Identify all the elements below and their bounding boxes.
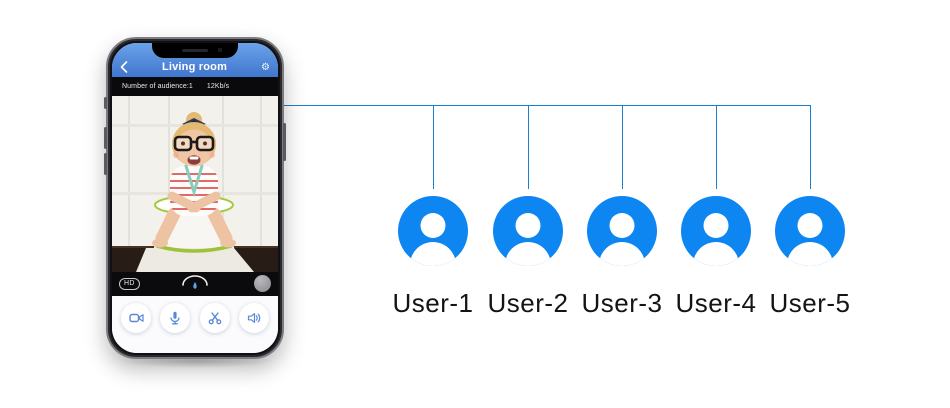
bitrate-label: 12Kb/s bbox=[206, 83, 230, 90]
speaker-icon bbox=[247, 312, 260, 323]
camera-controls bbox=[112, 296, 278, 353]
avatar-head bbox=[420, 213, 446, 238]
volume-up-button bbox=[104, 127, 107, 149]
video-overlay-strip: HD bbox=[112, 272, 278, 296]
connector-drop-line bbox=[528, 105, 529, 189]
avatar-shoulders bbox=[599, 242, 645, 266]
gear-icon[interactable]: ⚙ bbox=[261, 62, 270, 73]
camera-video-feed bbox=[112, 96, 278, 272]
smartphone: Living room ⚙ Number of audience:1 12Kb/… bbox=[104, 37, 286, 359]
connector-horizontal-line bbox=[282, 105, 811, 106]
hd-quality-badge[interactable]: HD bbox=[119, 278, 140, 290]
page-title: Living room bbox=[161, 61, 228, 73]
connector-drop-line bbox=[622, 105, 623, 189]
front-camera-dot bbox=[218, 48, 222, 52]
user-avatar bbox=[775, 196, 845, 266]
avatar-head bbox=[703, 213, 729, 238]
user-avatar bbox=[681, 196, 751, 266]
user-label: User-1 bbox=[392, 288, 474, 318]
phone-notch bbox=[152, 43, 238, 58]
connector-drop-line bbox=[810, 105, 811, 189]
avatar-head bbox=[609, 213, 635, 238]
user-label: User-4 bbox=[675, 288, 757, 318]
snapshot-thumbnail[interactable] bbox=[254, 275, 271, 292]
user-label: User-3 bbox=[581, 288, 663, 318]
user-avatar bbox=[493, 196, 563, 266]
audio-speaker-button[interactable] bbox=[238, 303, 269, 333]
avatar-shoulders bbox=[693, 242, 739, 266]
power-button bbox=[283, 123, 286, 161]
record-video-button[interactable] bbox=[121, 303, 152, 333]
audience-count-label: Number of audience:1 bbox=[122, 83, 193, 90]
avatar-head bbox=[797, 213, 823, 238]
earpiece-speaker bbox=[182, 49, 208, 52]
microphone-icon bbox=[170, 311, 181, 325]
avatar-head bbox=[515, 213, 541, 238]
avatar-shoulders bbox=[505, 242, 551, 266]
app-header: Living room ⚙ bbox=[112, 43, 278, 77]
mute-switch bbox=[104, 97, 107, 109]
chevron-left-icon bbox=[120, 61, 128, 73]
talk-microphone-button[interactable] bbox=[160, 303, 191, 333]
scissors-icon bbox=[208, 312, 221, 325]
connector-drop-line bbox=[433, 105, 434, 189]
user-label: User-2 bbox=[487, 288, 569, 318]
avatar-shoulders bbox=[787, 242, 833, 266]
video-scene-illustration bbox=[112, 96, 278, 272]
camcorder-icon bbox=[128, 313, 144, 323]
pan-tilt-arc-drop-icon bbox=[180, 274, 210, 297]
snapshot-scissors-button[interactable] bbox=[199, 303, 230, 333]
avatar-shoulders bbox=[410, 242, 456, 266]
user-avatar bbox=[587, 196, 657, 266]
connector-drop-line bbox=[716, 105, 717, 189]
stream-info-bar: Number of audience:1 12Kb/s bbox=[112, 77, 278, 96]
user-label: User-5 bbox=[769, 288, 851, 318]
volume-down-button bbox=[104, 153, 107, 175]
back-button[interactable] bbox=[120, 61, 128, 73]
user-avatar bbox=[398, 196, 468, 266]
phone-screen: Living room ⚙ Number of audience:1 12Kb/… bbox=[112, 43, 278, 353]
